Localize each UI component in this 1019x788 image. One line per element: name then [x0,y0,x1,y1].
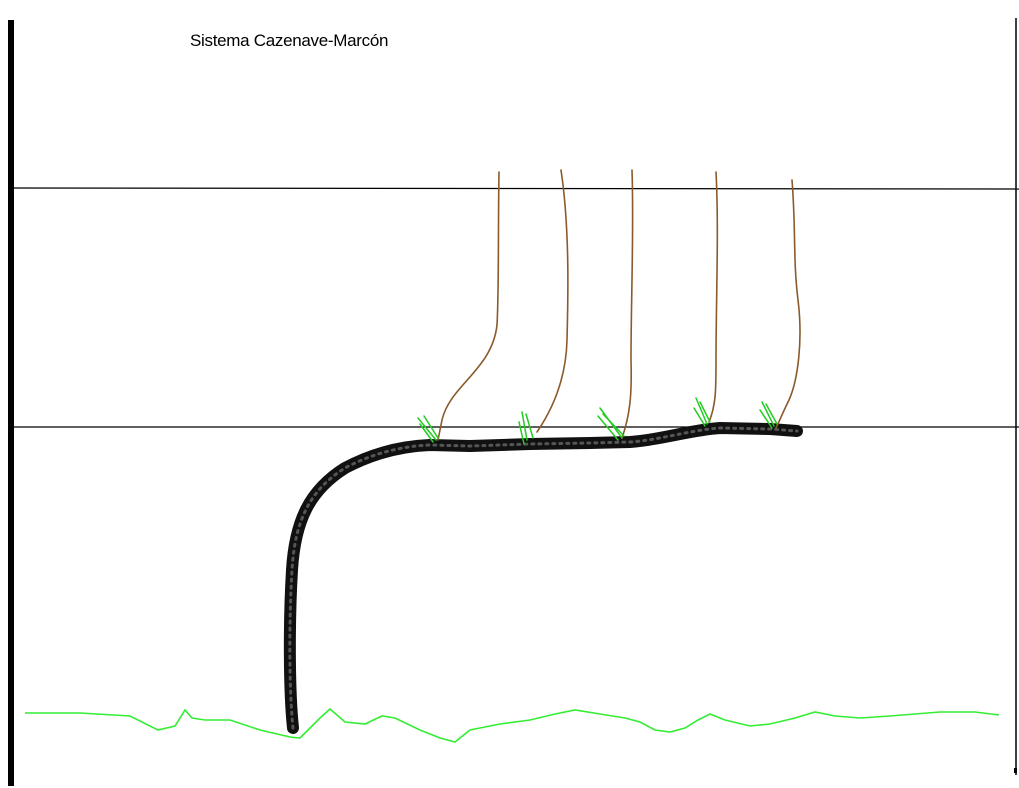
upper-wire [7,187,1019,190]
bud-1 [417,415,439,443]
buds [417,397,778,445]
shoot-1 [437,171,500,441]
bud-4 [693,397,711,427]
bud-5 [759,401,778,429]
shoot-2 [536,169,569,433]
post-mark [1014,768,1017,773]
bud-3 [597,407,625,441]
bud-2 [518,411,534,445]
shoot-5 [775,179,801,429]
ground-line [25,707,1000,743]
shoot-4 [708,171,719,423]
cordon-texture [288,426,799,730]
shoot-3 [621,169,634,439]
shoots [437,169,801,441]
diagram-title: Sistema Cazenave-Marcón [190,31,388,50]
